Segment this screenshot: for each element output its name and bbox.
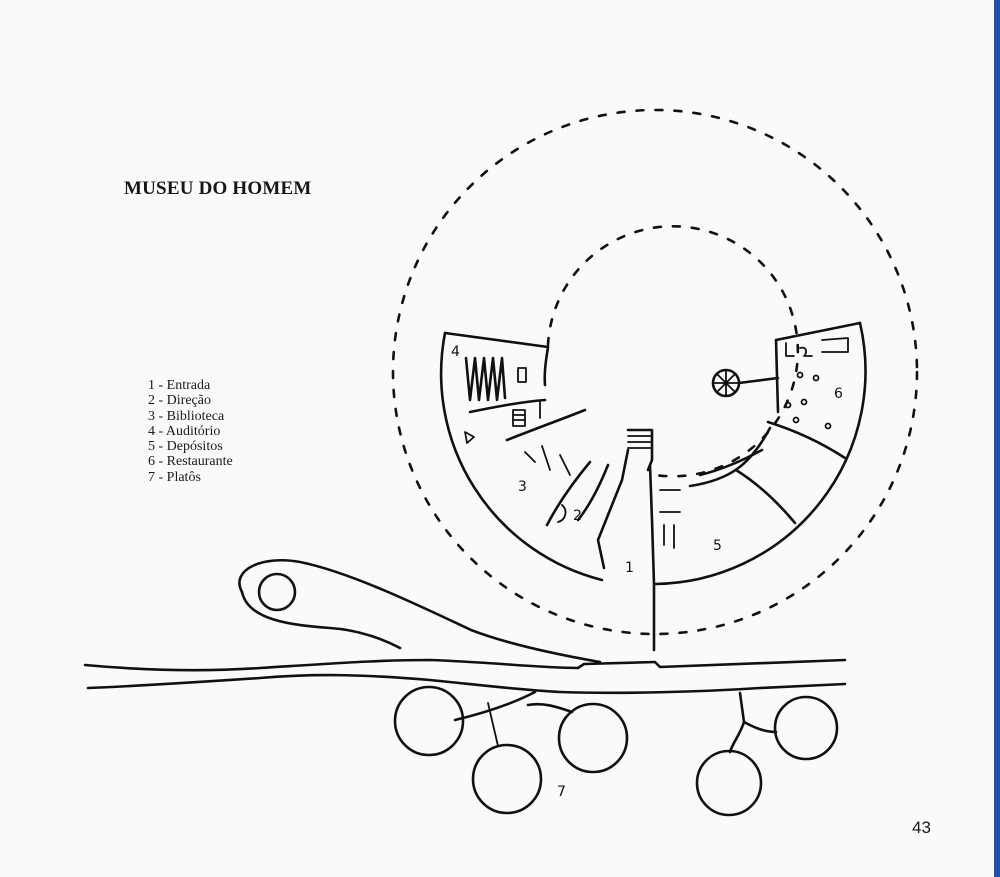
legend-item-restaurante: 6 - Restaurante bbox=[148, 454, 233, 470]
path-to-plato-1 bbox=[453, 690, 537, 722]
spiral-stair-bridge bbox=[737, 376, 780, 385]
building-outer-wall-west bbox=[439, 331, 604, 582]
legend-item-depositos: 5 - Depósitos bbox=[148, 439, 223, 455]
partition-depositos-mid bbox=[734, 468, 797, 525]
path-to-plato-4 bbox=[728, 691, 746, 754]
entrance-service-marks bbox=[659, 489, 681, 549]
partition-direcao bbox=[576, 463, 610, 522]
page-title: MUSEU DO HOMEM bbox=[124, 178, 312, 199]
plato-2 bbox=[471, 743, 543, 815]
path-to-plato-5 bbox=[742, 720, 778, 734]
access-loop-road-inner bbox=[240, 590, 402, 650]
legend-item-auditorio: 4 - Auditório bbox=[148, 423, 221, 439]
building-end-east bbox=[774, 321, 862, 342]
legend-item-platos: 7 - Platôs bbox=[148, 469, 201, 485]
plato-1 bbox=[393, 685, 465, 757]
restaurante-wall bbox=[774, 338, 780, 414]
entrance-ramp-steps bbox=[627, 435, 653, 449]
main-road-north-edge bbox=[83, 658, 847, 672]
page-number: 43 bbox=[912, 818, 931, 837]
legend-item-direcao: 2 - Direção bbox=[148, 393, 211, 409]
furniture-mark-b bbox=[541, 445, 551, 471]
partition-biblioteca-upper bbox=[505, 408, 587, 442]
partition-biblioteca-direcao bbox=[545, 460, 592, 527]
furniture-mark-c bbox=[559, 454, 571, 476]
plato-4 bbox=[695, 749, 763, 817]
room-label-entrada: 1 bbox=[625, 560, 634, 576]
legend-item-biblioteca: 3 - Biblioteca bbox=[148, 408, 225, 424]
roundabout-island bbox=[257, 572, 297, 612]
furniture-mark-a bbox=[524, 451, 536, 463]
page-edge bbox=[994, 0, 1000, 877]
plato-5 bbox=[773, 695, 839, 761]
partition-restaurante bbox=[766, 420, 847, 460]
inner-wall-top bbox=[543, 345, 550, 387]
partition-depositos-upper bbox=[688, 426, 772, 488]
room-label-platos: 7 bbox=[557, 784, 566, 800]
plato-3 bbox=[557, 702, 629, 774]
main-road-south-edge bbox=[86, 673, 847, 695]
access-loop-road-outer bbox=[238, 559, 602, 664]
entrance-corridor-west bbox=[596, 448, 630, 570]
auditorium-entry-mark bbox=[464, 431, 475, 444]
furniture-mark-d bbox=[557, 504, 567, 523]
room-label-direcao: 2 bbox=[573, 508, 582, 524]
partition-auditorio bbox=[468, 398, 547, 414]
legend: 1 - Entrada 2 - Direção 3 - Biblioteca 4… bbox=[148, 378, 233, 485]
restaurante-kitchen-mark bbox=[785, 342, 813, 357]
outer-dashed-perimeter bbox=[391, 108, 919, 636]
room-label-biblioteca: 3 bbox=[518, 479, 527, 495]
legend-item-entrada: 1 - Entrada bbox=[148, 378, 211, 393]
room-label-depositos: 5 bbox=[713, 538, 722, 554]
partition-depositos-inner bbox=[698, 448, 764, 477]
inner-dashed-courtyard bbox=[546, 225, 800, 478]
room-label-restaurante: 6 bbox=[834, 386, 843, 402]
library-stair-mark bbox=[512, 401, 541, 427]
auditorium-seating bbox=[464, 356, 507, 402]
path-to-plato-2 bbox=[487, 702, 499, 747]
building-end-west bbox=[443, 331, 550, 349]
restaurante-tables bbox=[784, 371, 832, 430]
auditorium-stage-mark bbox=[517, 367, 527, 383]
building-outer-wall-east bbox=[654, 321, 867, 586]
entrance-corridor-east bbox=[648, 463, 656, 652]
spiral-stair-treads bbox=[712, 369, 740, 397]
path-to-plato-3 bbox=[526, 702, 574, 714]
room-label-auditorio: 4 bbox=[451, 344, 460, 360]
restaurante-counter-mark bbox=[821, 337, 849, 353]
